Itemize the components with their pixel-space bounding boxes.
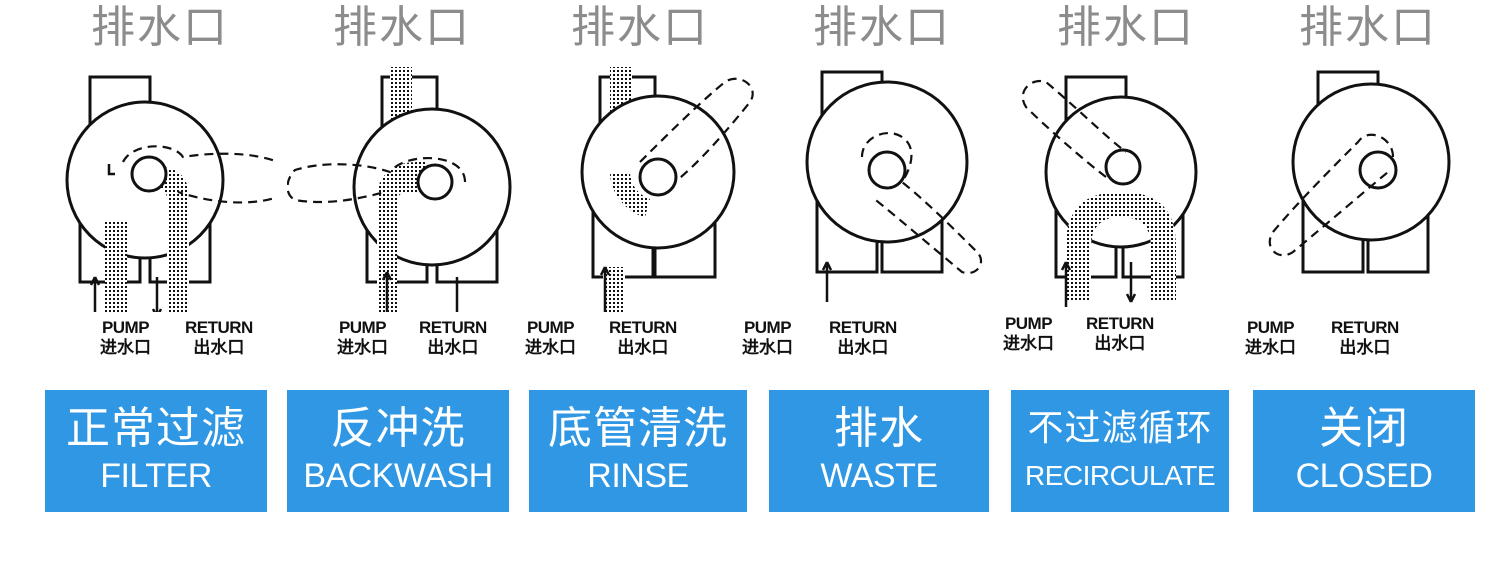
valve-diagram-waste xyxy=(805,70,983,302)
drain-port-label: 排水口 xyxy=(571,2,709,53)
drain-port-label: 排水口 xyxy=(813,2,951,53)
drain-port-label: 排水口 xyxy=(91,2,229,53)
drain-port-label: 排水口 xyxy=(1057,2,1195,53)
valve-diagram-recirculate xyxy=(1021,75,1198,307)
drain-port-label: 排水口 xyxy=(333,2,471,53)
valve-diagram-backwash xyxy=(287,67,512,312)
valve-diagram-closed xyxy=(1268,70,1451,274)
valve-diagram-rinse xyxy=(580,67,754,312)
valve-diagram-filter xyxy=(65,75,275,312)
drain-port-label: 排水口 xyxy=(1299,2,1437,53)
